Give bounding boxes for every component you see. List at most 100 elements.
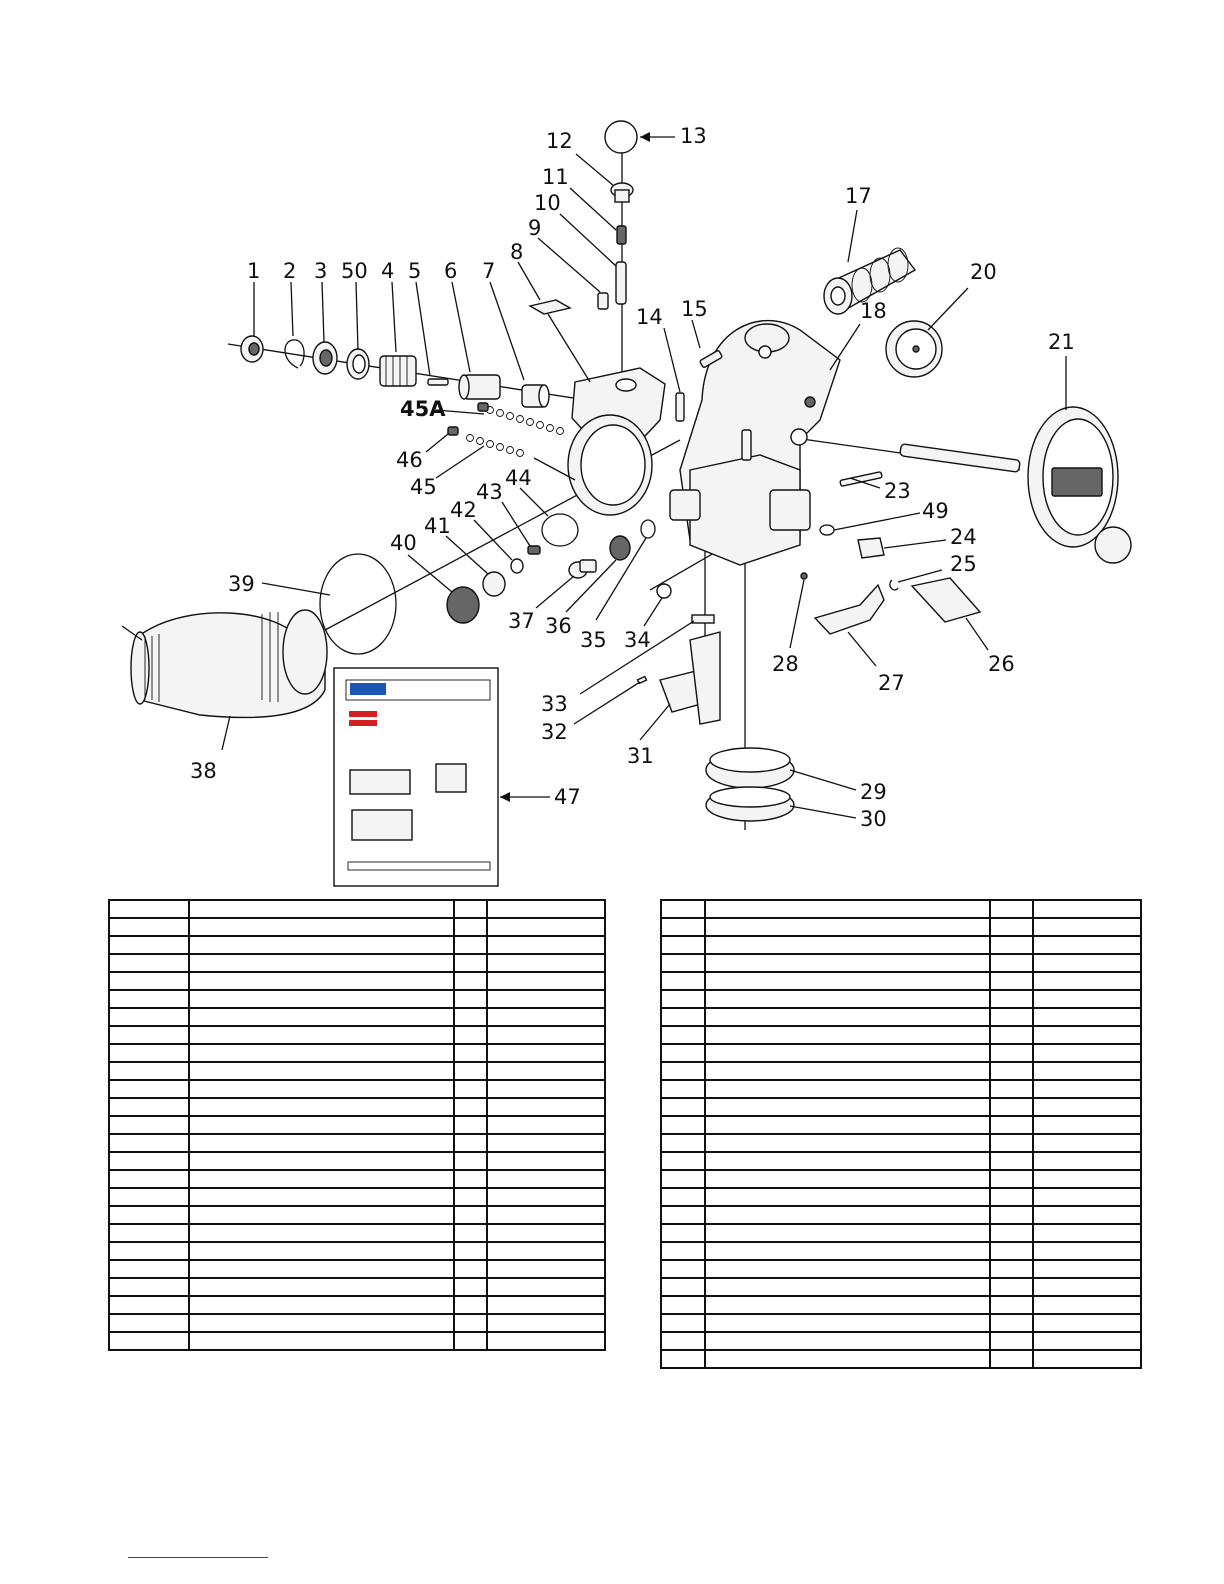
- parts-table-cell: [486, 1187, 606, 1207]
- parts-table-cell: [486, 1259, 606, 1279]
- part-bolt-15: [699, 350, 723, 368]
- parts-table-cell: [660, 1259, 706, 1279]
- part-spring: [616, 225, 627, 245]
- parts-table-cell: [660, 1097, 706, 1117]
- callout-18: 18: [860, 299, 887, 323]
- callout-29: 29: [860, 780, 887, 804]
- parts-table-cell: [108, 989, 190, 1009]
- parts-table-cell: [703, 1097, 991, 1117]
- parts-table-row: [660, 1007, 1142, 1027]
- parts-table-cell: [1032, 971, 1142, 991]
- parts-table-cell: [486, 1061, 606, 1081]
- parts-table-cell: [1032, 1169, 1142, 1189]
- part-bearing-41: [482, 571, 506, 597]
- part-o-ring-49: [819, 524, 835, 536]
- parts-table-row: [108, 917, 606, 937]
- parts-table-cell: [660, 1223, 706, 1243]
- parts-table-row: [660, 971, 1142, 991]
- callout-21: 21: [1048, 330, 1075, 354]
- parts-table-row: [108, 971, 606, 991]
- parts-table-cell: [486, 917, 606, 937]
- parts-table-cell: [187, 1223, 455, 1243]
- parts-table-cell: [988, 1205, 1035, 1225]
- part-key: [427, 378, 449, 386]
- callout-31: 31: [627, 744, 654, 768]
- parts-table-row: [660, 953, 1142, 973]
- part-lever: [813, 583, 885, 635]
- parts-table-row: [108, 1259, 606, 1279]
- parts-table-row: [660, 917, 1142, 937]
- parts-table-cell: [187, 1025, 455, 1045]
- parts-table-row: [108, 899, 606, 919]
- parts-table-row: [660, 1223, 1142, 1243]
- part-o-ring-44: [541, 513, 579, 547]
- parts-table-cell: [452, 953, 489, 973]
- part-bellows: [823, 247, 917, 315]
- parts-table-cell: [660, 1151, 706, 1171]
- parts-table-cell: [988, 1079, 1035, 1099]
- parts-table-row: [108, 989, 606, 1009]
- part-fitting: [597, 292, 609, 310]
- callout-15: 15: [681, 297, 708, 321]
- parts-table-cell: [452, 971, 489, 991]
- parts-table-cell: [452, 1313, 489, 1333]
- parts-table-cell: [452, 1115, 489, 1135]
- part-elbow-inlet: [130, 609, 328, 719]
- parts-list-table-left: [108, 899, 606, 1351]
- parts-table-cell: [1032, 1097, 1142, 1117]
- parts-table-cell: [452, 1259, 489, 1279]
- parts-table-row: [660, 1151, 1142, 1171]
- parts-table-cell: [452, 1241, 489, 1261]
- parts-table-cell: [452, 1043, 489, 1063]
- parts-table-cell: [1032, 1205, 1142, 1225]
- callout-8: 8: [510, 240, 523, 264]
- parts-table-cell: [187, 1133, 455, 1153]
- part-base-rings: [705, 747, 795, 822]
- parts-table-cell: [703, 1151, 991, 1171]
- callout-13: 13: [680, 124, 707, 148]
- part-disc: [604, 120, 638, 154]
- parts-table-cell: [108, 1259, 190, 1279]
- parts-table-cell: [187, 1205, 455, 1225]
- parts-table-cell: [988, 1133, 1035, 1153]
- parts-table-cell: [660, 1331, 706, 1351]
- parts-table-row: [108, 1295, 606, 1315]
- footer-link-underline[interactable]: [128, 1557, 268, 1558]
- parts-table-cell: [187, 1061, 455, 1081]
- part-spring-43: [527, 545, 541, 555]
- parts-table-cell: [1032, 1043, 1142, 1063]
- parts-table-cell: [187, 1187, 455, 1207]
- parts-table-cell: [452, 899, 489, 919]
- part-ball: [656, 583, 672, 599]
- parts-table-cell: [452, 935, 489, 955]
- parts-table-cell: [486, 899, 606, 919]
- callout-3: 3: [314, 259, 327, 283]
- part-bracket: [659, 631, 721, 725]
- parts-table-row: [660, 1115, 1142, 1135]
- parts-table-cell: [486, 1277, 606, 1297]
- parts-table-row: [108, 1079, 606, 1099]
- parts-table-cell: [1032, 1241, 1142, 1261]
- callout-20: 20: [970, 260, 997, 284]
- part-owners-manual: [333, 667, 499, 887]
- parts-table-cell: [486, 953, 606, 973]
- parts-table-cell: [486, 1115, 606, 1135]
- parts-table-cell: [703, 1205, 991, 1225]
- parts-table-cell: [1032, 1259, 1142, 1279]
- parts-table-cell: [1032, 1349, 1142, 1369]
- parts-table-cell: [1032, 1295, 1142, 1315]
- parts-table-cell: [452, 1079, 489, 1099]
- parts-table-cell: [108, 1151, 190, 1171]
- parts-table-cell: [703, 899, 991, 919]
- parts-table-cell: [703, 1169, 991, 1189]
- part-washer-42: [510, 558, 524, 574]
- part-main-body: [567, 319, 841, 566]
- parts-table-row: [108, 1277, 606, 1297]
- callout-32: 32: [541, 720, 568, 744]
- parts-table-cell: [108, 1025, 190, 1045]
- parts-table-cell: [703, 1313, 991, 1333]
- part-clip: [889, 579, 899, 591]
- callout-12: 12: [546, 129, 573, 153]
- parts-list-table-right: [660, 899, 1142, 1369]
- parts-table-cell: [452, 1133, 489, 1153]
